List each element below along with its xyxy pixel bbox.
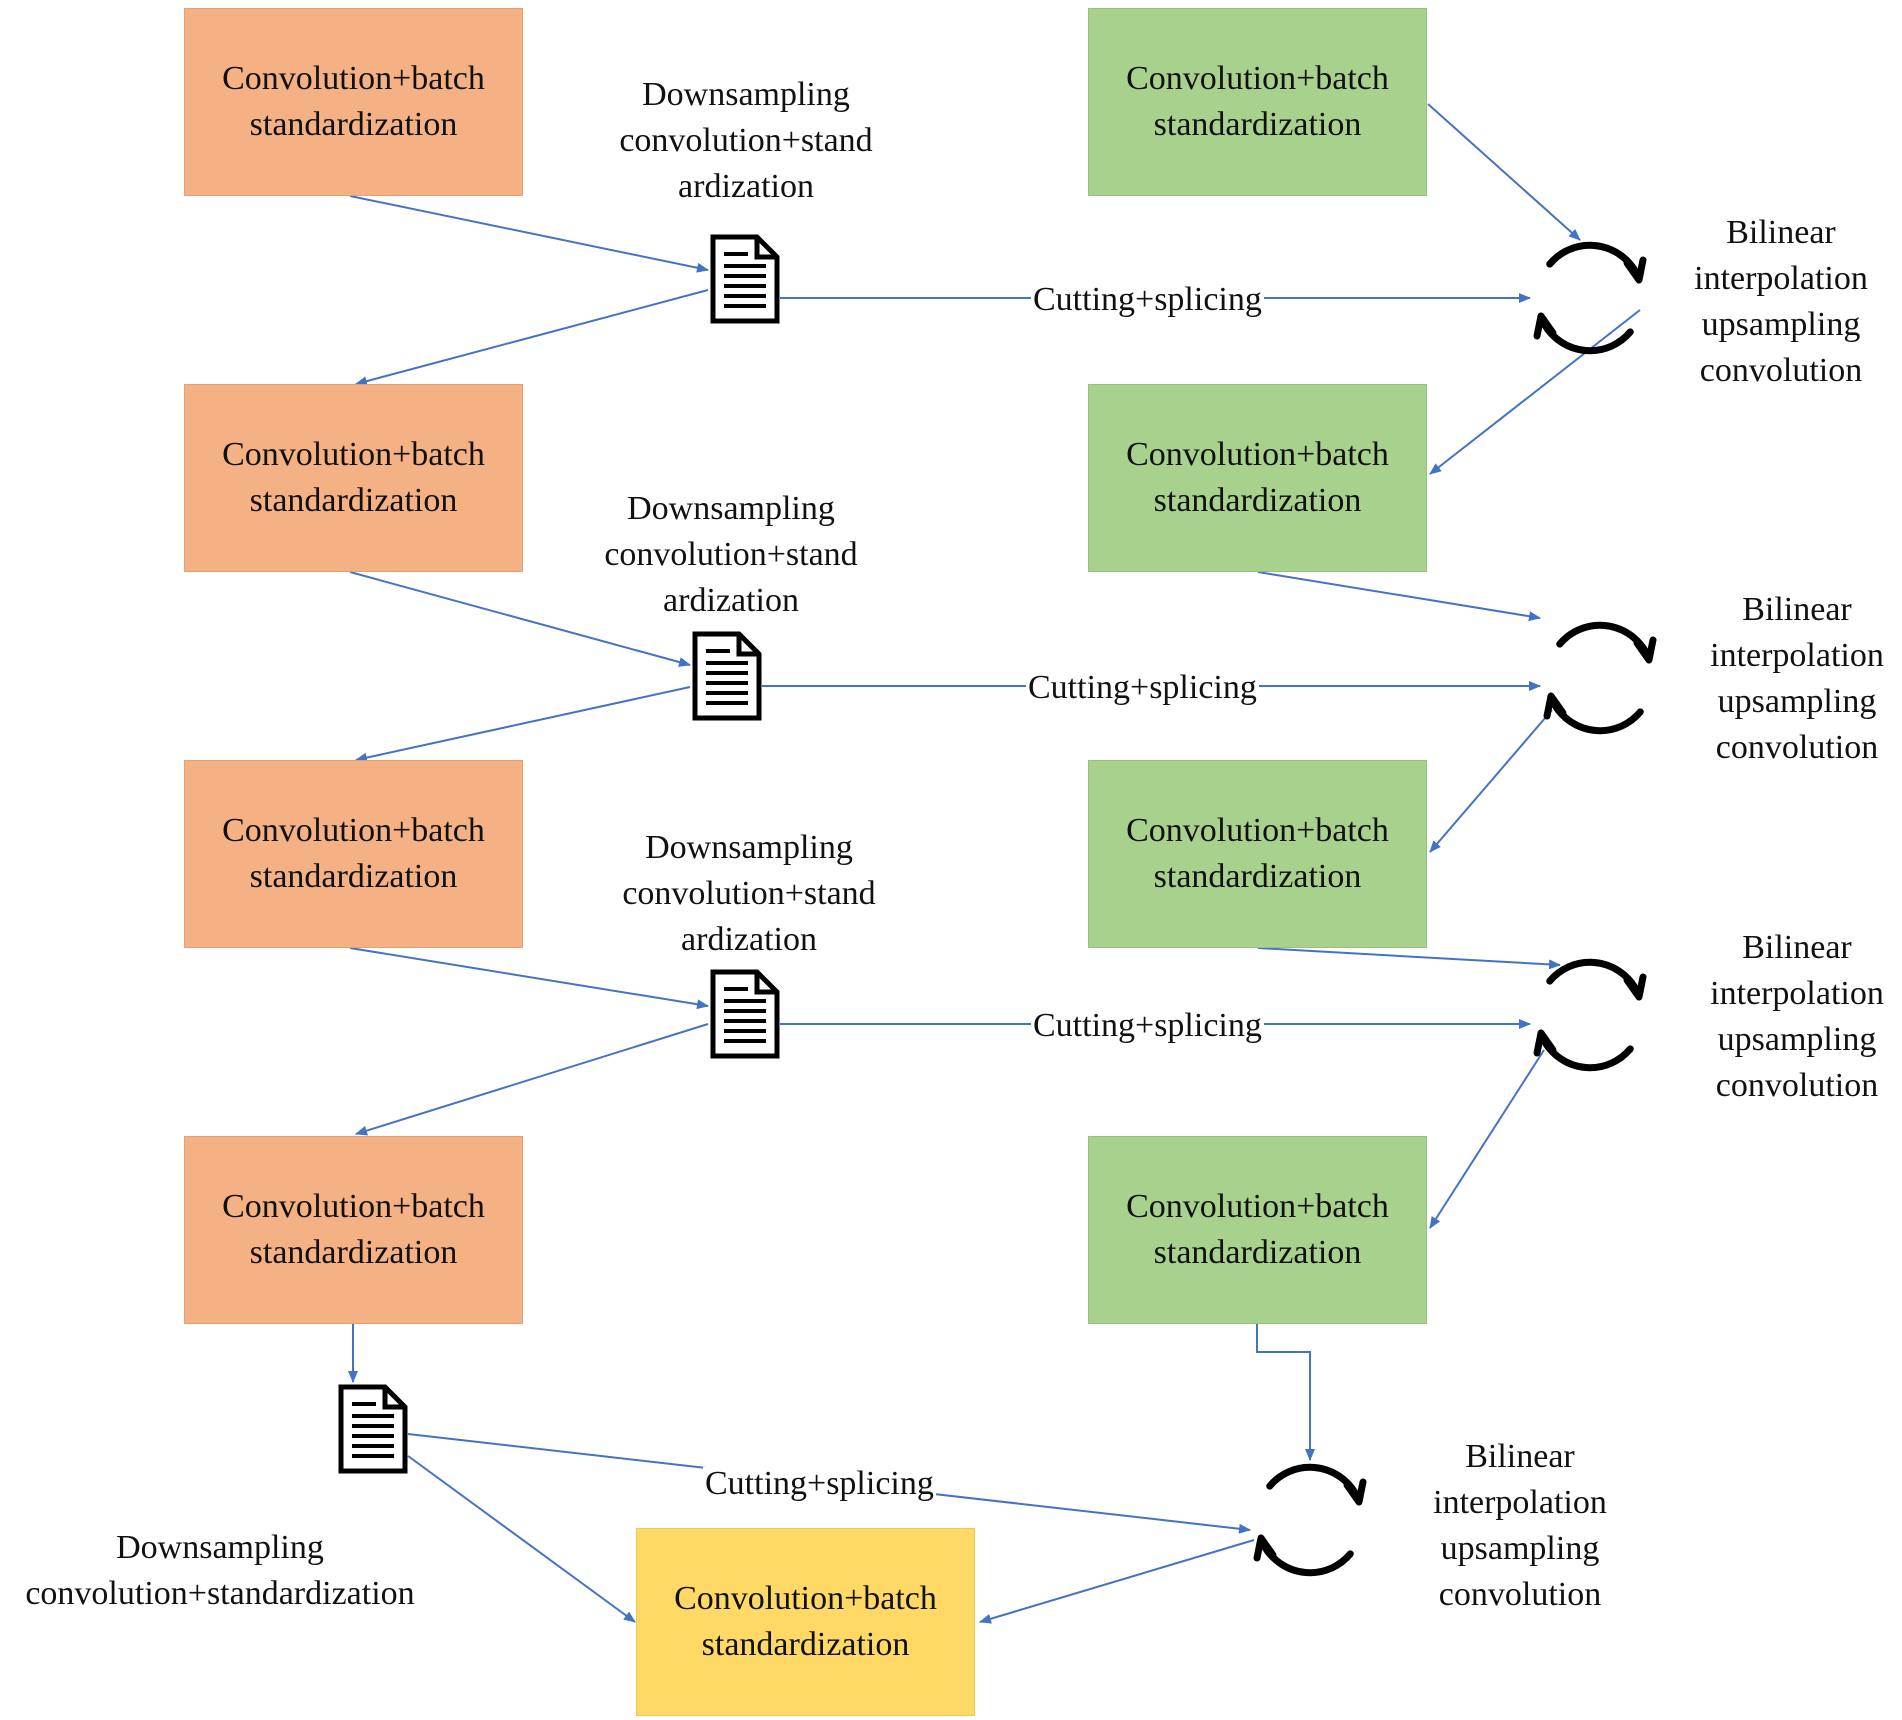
label-line: convolution bbox=[1699, 351, 1863, 389]
refresh-cycle-icon bbox=[1537, 962, 1643, 1067]
arrow-up2-to-dec3 bbox=[1429, 709, 1553, 853]
decoder-conv-bn-block: Convolution+batch standardization bbox=[1088, 8, 1427, 196]
label-line: convolution bbox=[1715, 1066, 1879, 1104]
arrow-enc3-to-down3 bbox=[349, 947, 709, 1010]
block-label-line1: Convolution+batch bbox=[222, 60, 485, 98]
block-label-line1: Convolution+batch bbox=[222, 1188, 485, 1226]
arrow-up4-to-final bbox=[979, 1539, 1255, 1624]
label-line: interpolation bbox=[1694, 259, 1868, 297]
block-label-line1: Convolution+batch bbox=[222, 812, 485, 850]
arrow-down3-to-enc4 bbox=[355, 1023, 709, 1136]
block-label-line1: Convolution+batch bbox=[222, 436, 485, 474]
arrow-up3-to-dec4 bbox=[1429, 1049, 1545, 1229]
arrow-enc2-to-down2 bbox=[349, 571, 691, 667]
arrow-dec1-to-up1 bbox=[1427, 103, 1581, 241]
label-line: ardization bbox=[678, 167, 814, 205]
downsampling-label: Downsampling convolution+stand ardizatio… bbox=[581, 486, 881, 624]
arrow-dec2-to-up2 bbox=[1257, 571, 1541, 622]
label-line: Bilinear bbox=[1465, 1438, 1575, 1475]
decoder-conv-bn-block: Convolution+batch standardization bbox=[1088, 1136, 1427, 1324]
label-line: upsampling bbox=[1717, 682, 1877, 720]
document-icon bbox=[713, 237, 777, 321]
label-line: Bilinear bbox=[1726, 214, 1836, 251]
encoder-conv-bn-block: Convolution+batch standardization bbox=[184, 384, 523, 572]
arrow-down1-to-enc2 bbox=[355, 289, 709, 386]
label-line: ardization bbox=[681, 920, 817, 958]
downsampling-label: Downsampling convolution+stand ardizatio… bbox=[599, 825, 899, 963]
refresh-cycle-icon bbox=[1537, 245, 1643, 350]
skip-connection-label: Cutting+splicing bbox=[1026, 669, 1259, 706]
document-icon bbox=[713, 972, 777, 1056]
label-line: convolution bbox=[1438, 1575, 1602, 1613]
encoder-conv-bn-block: Convolution+batch standardization bbox=[184, 1136, 523, 1324]
block-label-line2: standardization bbox=[1153, 106, 1362, 143]
document-icon bbox=[341, 1387, 405, 1471]
label-line: interpolation bbox=[1710, 636, 1884, 674]
decoder-conv-bn-block: Convolution+batch standardization bbox=[1088, 760, 1427, 948]
arrow-up1-to-dec2 bbox=[1429, 309, 1641, 475]
decoder-conv-bn-block: Convolution+batch standardization bbox=[1088, 384, 1427, 572]
skip-connection-label: Cutting+splicing bbox=[1031, 1007, 1264, 1044]
downsampling-label: Downsampling convolution+stand ardizatio… bbox=[596, 72, 896, 210]
skip-connection-label: Cutting+splicing bbox=[703, 1465, 936, 1502]
block-label-line1: Convolution+batch bbox=[1126, 60, 1389, 98]
label-line: convolution+stand bbox=[622, 874, 876, 912]
arrow-down2-to-enc3 bbox=[355, 686, 691, 763]
block-label-line1: Convolution+batch bbox=[674, 1580, 937, 1618]
document-icon bbox=[695, 634, 759, 718]
label-line: Downsampling bbox=[116, 1529, 324, 1566]
encoder-conv-bn-block: Convolution+batch standardization bbox=[184, 760, 523, 948]
downsampling-label: Downsampling convolution+standardization bbox=[0, 1525, 440, 1617]
label-line: convolution bbox=[1715, 728, 1879, 766]
upsampling-label: Bilinear interpolation upsampling convol… bbox=[1692, 587, 1902, 771]
encoder-conv-bn-block: Convolution+batch standardization bbox=[184, 8, 523, 196]
block-label-line1: Convolution+batch bbox=[1126, 436, 1389, 474]
block-label-line2: standardization bbox=[1153, 482, 1362, 519]
skip-connection-label: Cutting+splicing bbox=[1031, 281, 1264, 318]
label-line: upsampling bbox=[1717, 1020, 1877, 1058]
label-line: upsampling bbox=[1440, 1529, 1600, 1567]
label-line: Bilinear bbox=[1742, 929, 1852, 966]
label-line: ardization bbox=[663, 581, 799, 619]
label-line: upsampling bbox=[1701, 305, 1861, 343]
block-label-line2: standardization bbox=[249, 106, 458, 143]
block-label-line2: standardization bbox=[1153, 1234, 1362, 1271]
upsampling-label: Bilinear interpolation upsampling convol… bbox=[1676, 210, 1886, 394]
upsampling-label: Bilinear interpolation upsampling convol… bbox=[1415, 1434, 1625, 1618]
block-label-line2: standardization bbox=[249, 1234, 458, 1271]
label-line: interpolation bbox=[1433, 1483, 1607, 1521]
refresh-cycle-icon bbox=[1257, 1467, 1363, 1572]
refresh-cycle-icon bbox=[1547, 625, 1653, 730]
arrow-dec3-to-up3 bbox=[1257, 947, 1561, 970]
arrow-enc1-to-down1 bbox=[349, 195, 709, 273]
block-label-line2: standardization bbox=[249, 482, 458, 519]
label-line: convolution+stand bbox=[604, 535, 858, 573]
arrow-down4-to-final bbox=[407, 1455, 636, 1623]
label-line: interpolation bbox=[1710, 974, 1884, 1012]
label-line: Downsampling bbox=[645, 829, 853, 866]
block-label-line1: Convolution+batch bbox=[1126, 812, 1389, 850]
label-line: convolution+standardization bbox=[25, 1574, 415, 1612]
final-conv-bn-block: Convolution+batch standardization bbox=[636, 1528, 975, 1716]
label-line: convolution+stand bbox=[619, 121, 873, 159]
block-label-line2: standardization bbox=[701, 1626, 910, 1663]
block-label-line2: standardization bbox=[1153, 858, 1362, 895]
upsampling-label: Bilinear interpolation upsampling convol… bbox=[1692, 925, 1902, 1109]
block-label-line2: standardization bbox=[249, 858, 458, 895]
block-label-line1: Convolution+batch bbox=[1126, 1188, 1389, 1226]
label-line: Bilinear bbox=[1742, 591, 1852, 628]
label-line: Downsampling bbox=[642, 76, 850, 113]
arrow-dec4-to-up4 bbox=[1256, 1324, 1315, 1461]
label-line: Downsampling bbox=[627, 490, 835, 527]
